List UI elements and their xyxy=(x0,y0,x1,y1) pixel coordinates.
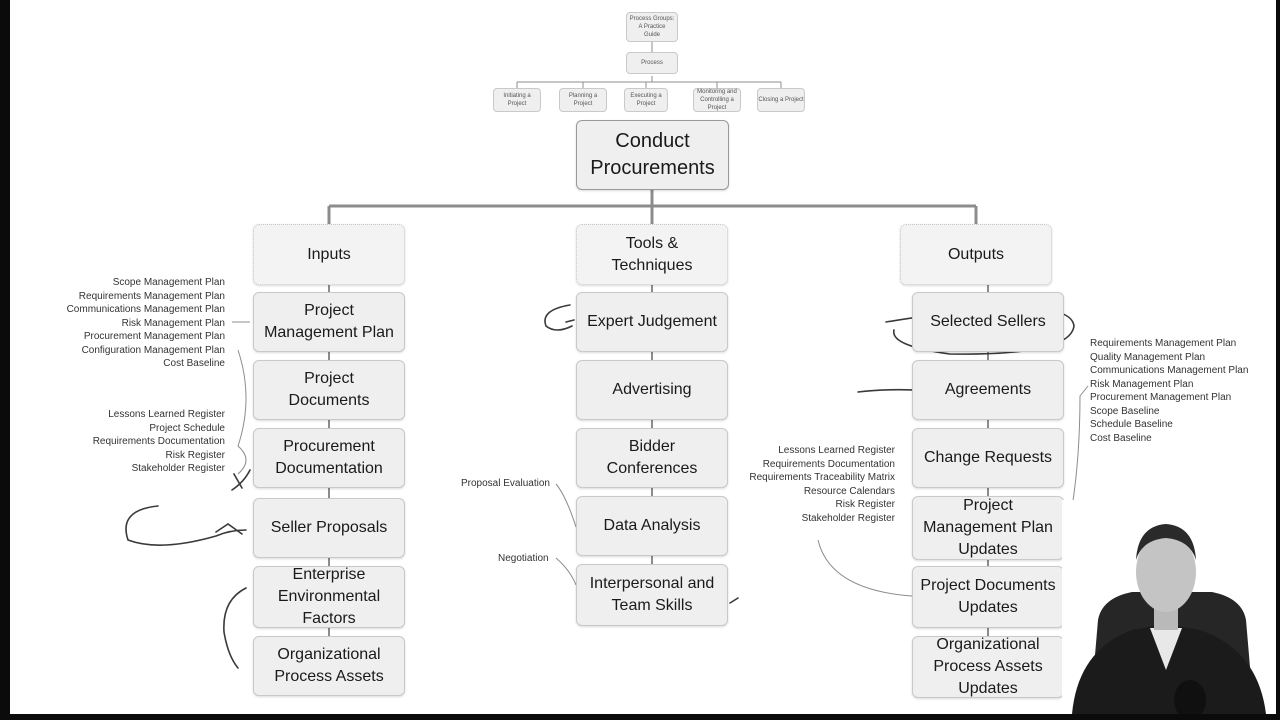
input-label: Organizational Process Assets xyxy=(274,646,384,685)
input-project-management-plan: Project Management Plan xyxy=(253,292,405,352)
note-item: Requirements Management Plan xyxy=(1090,338,1237,349)
executing-box: Executing a Project xyxy=(624,88,668,112)
planning-label: Planning a Project xyxy=(568,93,598,107)
tools-header: Tools & Techniques xyxy=(576,224,728,285)
inputs-header-label: Inputs xyxy=(307,245,351,263)
shirt-collar-shape xyxy=(1150,628,1182,670)
tool-label: Bidder Conferences xyxy=(606,438,698,477)
inputs-header: Inputs xyxy=(253,224,405,285)
note-item: Lessons Learned Register xyxy=(108,409,225,420)
process-box: Process xyxy=(626,52,678,74)
executing-label: Executing a Project xyxy=(630,93,662,107)
initiating-label: Initiating a Project xyxy=(503,93,531,107)
input-label: Project Documents xyxy=(288,370,370,409)
monitoring-box: Monitoring and Controlling a Project xyxy=(693,88,741,112)
project-documents-updates-list: Lessons Learned Register Requirements Do… xyxy=(749,444,895,525)
note-item: Procurement Management Plan xyxy=(83,331,225,342)
monitoring-label: Monitoring and Controlling a Project xyxy=(697,89,737,111)
output-label: Selected Sellers xyxy=(930,313,1046,330)
note-item: Cost Baseline xyxy=(1090,432,1152,444)
proposal-evaluation-note: Proposal Evaluation xyxy=(461,478,550,489)
output-label: Agreements xyxy=(944,381,1032,398)
note-item: Lessons Learned Register xyxy=(778,445,895,456)
input-organizational-process-assets: Organizational Process Assets xyxy=(253,636,405,696)
note-item: Configuration Management Plan xyxy=(81,344,225,356)
negotiation-note: Negotiation xyxy=(498,553,549,564)
conduct-procurements-box: Conduct Procurements xyxy=(576,120,729,190)
note-item: Requirements Documentation xyxy=(92,436,225,447)
closing-box: Closing a Project xyxy=(757,88,805,112)
note-item: Risk Register xyxy=(165,449,225,461)
output-label: Change Requests xyxy=(923,449,1053,466)
input-label: Seller Proposals xyxy=(270,519,388,536)
conduct-procurements-title: Conduct Procurements xyxy=(590,130,715,179)
tools-header-label: Tools & Techniques xyxy=(611,234,693,274)
output-label: Project Management Plan Updates xyxy=(923,497,1053,558)
presenter-webcam-overlay xyxy=(1062,500,1276,714)
note-item: Requirements Management Plan xyxy=(78,290,225,302)
tool-expert-judgement: Expert Judgement xyxy=(576,292,728,352)
suit-jacket-shape xyxy=(1072,624,1266,714)
process-groups-guide-box: Process Groups: A Practice Guide xyxy=(626,12,678,42)
initiating-box: Initiating a Project xyxy=(493,88,541,112)
pm-plan-components-list: Scope Management Plan Requirements Manag… xyxy=(67,276,225,371)
tool-advertising: Advertising xyxy=(576,360,728,420)
input-project-documents: Project Documents xyxy=(253,360,405,420)
face-shape xyxy=(1136,532,1196,612)
microphone-shape xyxy=(1174,680,1206,714)
note-item: Communications Management Plan xyxy=(1090,365,1249,376)
process-groups-guide-label: Process Groups: A Practice Guide xyxy=(629,16,675,38)
input-enterprise-environmental-factors: Enterprise Environmental Factors xyxy=(253,566,405,628)
note-item: Cost Baseline xyxy=(163,358,225,369)
output-change-requests: Change Requests xyxy=(912,428,1064,488)
note-item: Requirements Documentation xyxy=(762,458,895,470)
slide-canvas: Process Groups: A Practice Guide Process… xyxy=(10,0,1276,714)
planning-box: Planning a Project xyxy=(559,88,607,112)
note-item: Risk Register xyxy=(835,499,895,510)
tool-label: Advertising xyxy=(612,381,692,398)
output-label: Organizational Process Assets Updates xyxy=(933,636,1043,697)
output-label: Project Documents Updates xyxy=(920,577,1056,616)
tool-interpersonal-team-skills: Interpersonal and Team Skills xyxy=(576,564,728,626)
note-item: Stakeholder Register xyxy=(801,512,895,524)
tool-data-analysis: Data Analysis xyxy=(576,496,728,556)
outputs-header-label: Outputs xyxy=(947,245,1005,263)
output-pm-plan-updates: Project Management Plan Updates xyxy=(912,496,1064,560)
note-item: Requirements Traceability Matrix xyxy=(749,472,895,483)
note-item: Risk Management Plan xyxy=(1090,378,1194,390)
input-label: Project Management Plan xyxy=(264,302,394,341)
tool-label: Data Analysis xyxy=(603,517,701,534)
input-label: Procurement Documentation xyxy=(275,438,383,477)
note-item: Scope Baseline xyxy=(1090,405,1160,417)
note-item: Scope Management Plan xyxy=(112,277,225,288)
note-item: Procurement Management Plan xyxy=(1090,392,1232,403)
tool-label: Expert Judgement xyxy=(587,313,717,330)
output-agreements: Agreements xyxy=(912,360,1064,420)
note-item: Schedule Baseline xyxy=(1090,419,1173,430)
input-seller-proposals: Seller Proposals xyxy=(253,498,405,558)
outputs-header: Outputs xyxy=(900,224,1052,285)
closing-label: Closing a Project xyxy=(758,97,804,103)
output-opa-updates: Organizational Process Assets Updates xyxy=(912,636,1064,698)
note-item: Resource Calendars xyxy=(803,485,895,497)
process-label: Process xyxy=(641,60,663,66)
input-label: Enterprise Environmental Factors xyxy=(277,566,381,627)
note-item: Communications Management Plan xyxy=(66,304,225,315)
project-documents-list: Lessons Learned Register Project Schedul… xyxy=(93,408,225,476)
hair-shape xyxy=(1136,524,1196,560)
output-project-documents-updates: Project Documents Updates xyxy=(912,566,1064,628)
input-procurement-documentation: Procurement Documentation xyxy=(253,428,405,488)
tool-bidder-conferences: Bidder Conferences xyxy=(576,428,728,488)
pm-plan-updates-list: Requirements Management Plan Quality Man… xyxy=(1090,337,1248,445)
note-item: Stakeholder Register xyxy=(131,463,225,474)
output-selected-sellers: Selected Sellers xyxy=(912,292,1064,352)
tool-label: Interpersonal and Team Skills xyxy=(589,575,715,614)
note-item: Risk Management Plan xyxy=(121,317,225,329)
note-item: Quality Management Plan xyxy=(1090,351,1206,363)
note-item: Project Schedule xyxy=(149,422,225,434)
